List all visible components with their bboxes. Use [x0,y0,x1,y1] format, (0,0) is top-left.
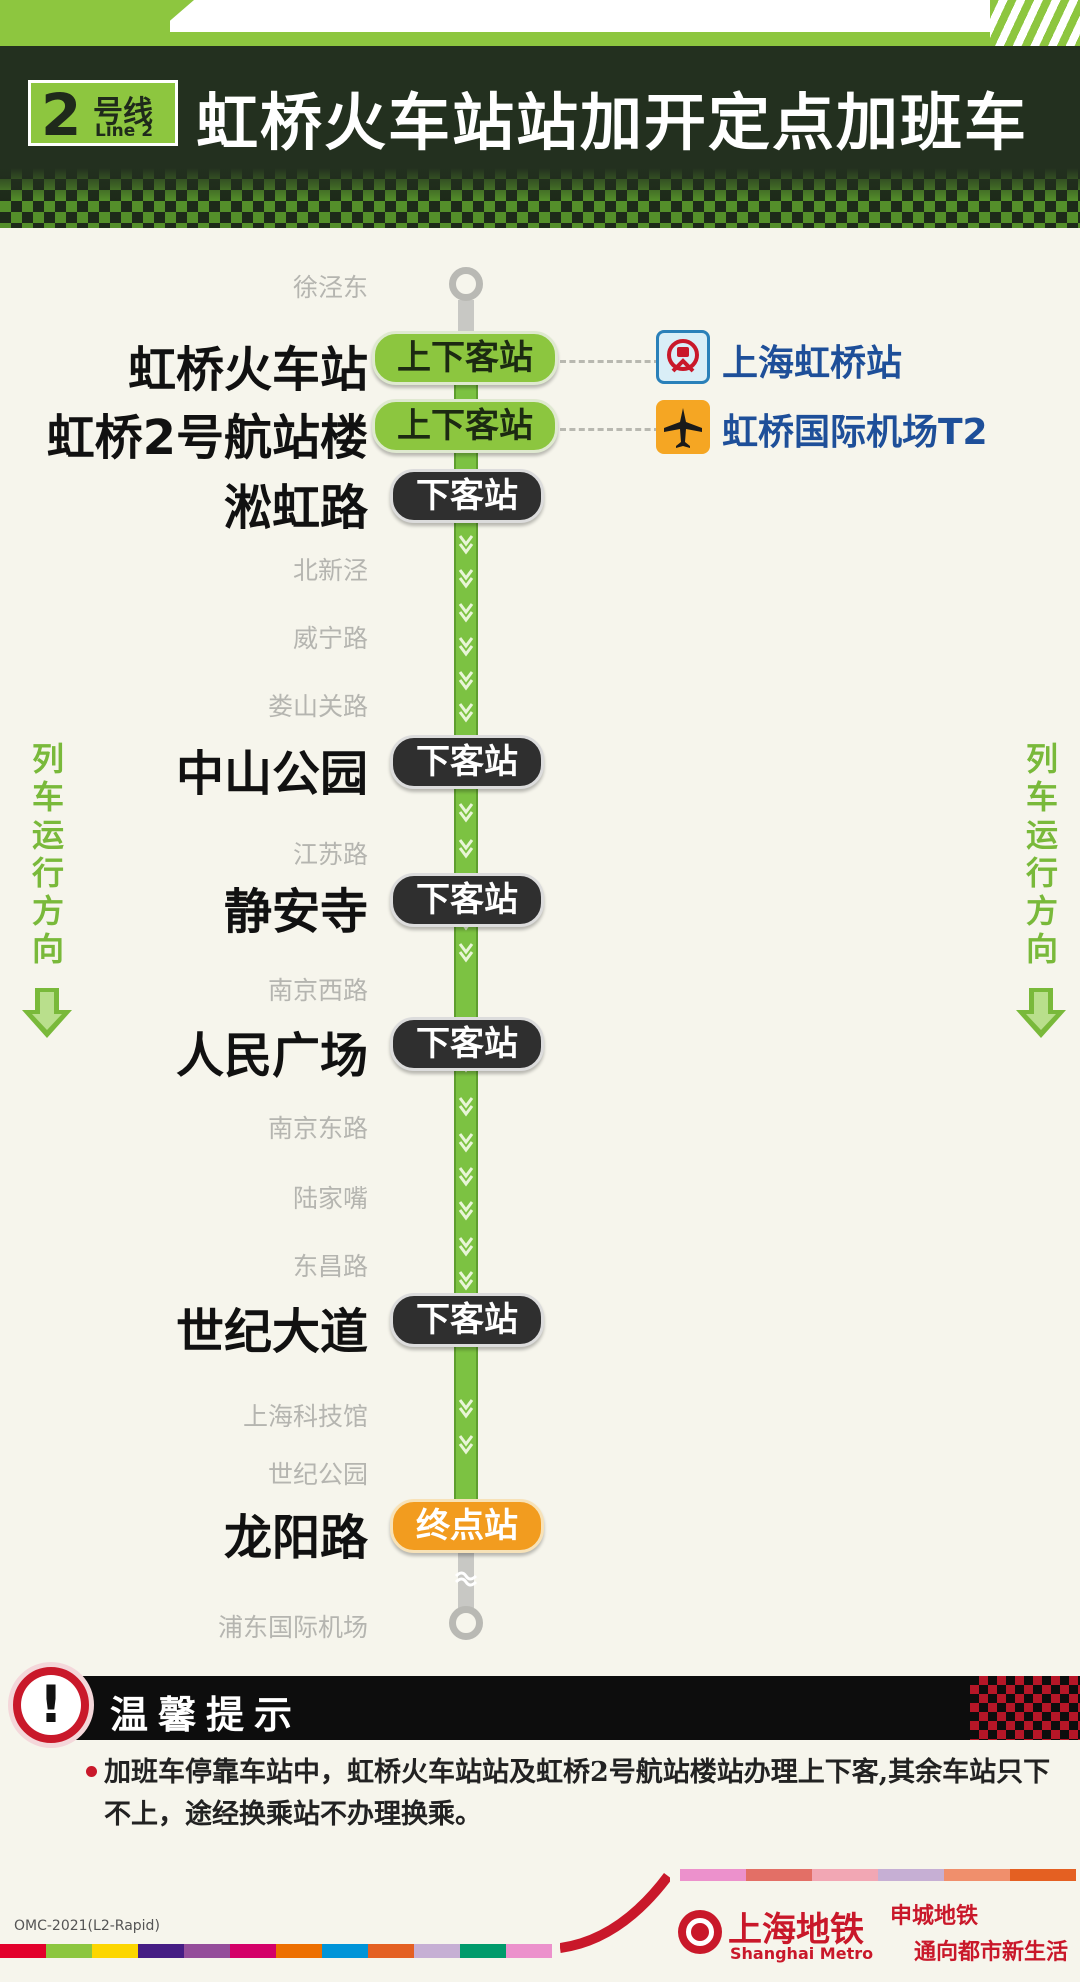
transfer-airport-label: 虹桥国际机场T2 [722,412,988,453]
station-status-badge: 上下客站 [372,399,558,453]
station-name: 陆家嘴 [292,1184,368,1213]
transfer-connector [560,360,660,363]
footer-strip-segment [230,1944,276,1958]
station-name: 江苏路 [292,840,368,869]
railway-icon [656,330,710,384]
header: 2 号线 Line 2 虹桥火车站站加开定点加班车 [0,0,1080,228]
direction-label-left: 列车运行方向 [31,740,64,968]
footer-strip-segment [138,1944,184,1958]
chevron-down-icon [458,1198,474,1222]
header-stripes [990,0,1080,46]
footer-strip-segment [944,1869,1010,1881]
footer-strip-segment [46,1944,92,1958]
station-name: 人民广场 [175,1028,368,1084]
metro-logo-icon [678,1910,722,1954]
document-code: OMC-2021(L2-Rapid) [14,1918,160,1934]
footer-strip-segment [506,1944,552,1958]
station-origin: 徐泾东 [292,273,368,302]
notice-red-pattern [970,1676,1080,1740]
header-green-bar [0,32,1080,46]
station-name: 南京西路 [267,976,368,1005]
airplane-icon [656,400,710,454]
chevron-down-icon [458,566,474,590]
chevron-down-icon [458,800,474,824]
footer-strip-segment [812,1869,878,1881]
chevron-down-icon [458,1130,474,1154]
station-name: 东昌路 [292,1252,368,1281]
footer-strip-segment [184,1944,230,1958]
down-arrow-icon [22,988,72,1038]
chevron-down-icon [458,836,474,860]
notice-header-bar: 温馨提示 [52,1676,1080,1740]
station-status-badge: 下客站 [390,873,544,927]
station-name: 世纪公园 [267,1460,368,1489]
station-name: 龙阳路 [223,1510,368,1566]
header-green-tab [0,0,170,38]
bullet-dot [86,1766,97,1777]
notice-text: 加班车停靠车站中，虹桥火车站站及虹桥2号航站楼站办理上下客,其余车站只下不上，途… [104,1757,1051,1830]
chevron-down-icon [458,600,474,624]
chevron-down-icon [458,700,474,724]
footer-strip-segment [460,1944,506,1958]
footer-strip-segment [322,1944,368,1958]
line-label-en: Line 2 [95,121,154,141]
station-status-badge: 下客站 [390,1293,544,1347]
chevron-down-icon [458,1094,474,1118]
logo-text-cn: 上海地铁 [728,1910,864,1950]
origin-terminal-circle [449,267,483,301]
transfer-railway-label: 上海虹桥站 [722,343,903,384]
footer-curve [560,1872,670,1953]
footer-strip-segment [746,1869,812,1881]
station-name: 南京东路 [267,1114,368,1143]
station-name: 静安寺 [223,884,368,940]
station-name: 娄山关路 [267,692,368,721]
line-label-cn: 号线 [93,95,153,130]
station-name: 世纪大道 [175,1304,368,1360]
transfer-connector [560,428,660,431]
footer-strip-segment [0,1944,46,1958]
footer-strip-segment [680,1869,746,1881]
footer-strip-segment [1010,1869,1076,1881]
station-beyond-terminal: 浦东国际机场 [217,1613,368,1642]
chevron-down-icon [458,532,474,556]
chevron-down-icon [458,1164,474,1188]
footer-strip-segment [368,1944,414,1958]
footer-strip-segment [878,1869,944,1881]
chevron-down-icon [458,668,474,692]
line-badge: 2 号线 Line 2 [28,80,178,149]
line-break-icon [454,1571,478,1587]
station-status-badge: 终点站 [390,1499,544,1553]
chevron-down-icon [458,1268,474,1292]
station-status-badge: 上下客站 [372,331,558,385]
chevron-down-icon [458,1396,474,1420]
chevron-down-icon [458,940,474,964]
footer-strip-segment [92,1944,138,1958]
station-name: 淞虹路 [223,480,368,536]
station-name: 北新泾 [292,556,368,585]
footer-strip-segment [276,1944,322,1958]
line-number: 2 [41,81,82,149]
station-name: 上海科技馆 [242,1402,368,1431]
station-status-badge: 下客站 [390,1017,544,1071]
slogan-line-1: 申城地铁 [890,1903,979,1929]
direction-label-right: 列车运行方向 [1025,740,1058,968]
notice-title: 温馨提示 [110,1693,303,1737]
station-name: 中山公园 [175,746,368,802]
logo-text-en: Shanghai Metro [730,1944,874,1963]
down-arrow-icon [1016,988,1066,1038]
station-name: 虹桥火车站 [127,342,368,398]
chevron-down-icon [458,1432,474,1456]
far-terminal-circle [449,1606,483,1640]
page-title: 虹桥火车站站加开定点加班车 [196,86,1029,159]
footer-strip-segment [414,1944,460,1958]
station-name: 威宁路 [292,624,368,653]
station-status-badge: 下客站 [390,469,544,523]
exclamation-icon: ! [8,1662,94,1748]
station-status-badge: 下客站 [390,735,544,789]
chevron-down-icon [458,634,474,658]
chevron-down-icon [458,1234,474,1258]
station-name: 虹桥2号航站楼 [46,410,368,466]
slogan-line-2: 通向都市新生活 [914,1939,1069,1965]
